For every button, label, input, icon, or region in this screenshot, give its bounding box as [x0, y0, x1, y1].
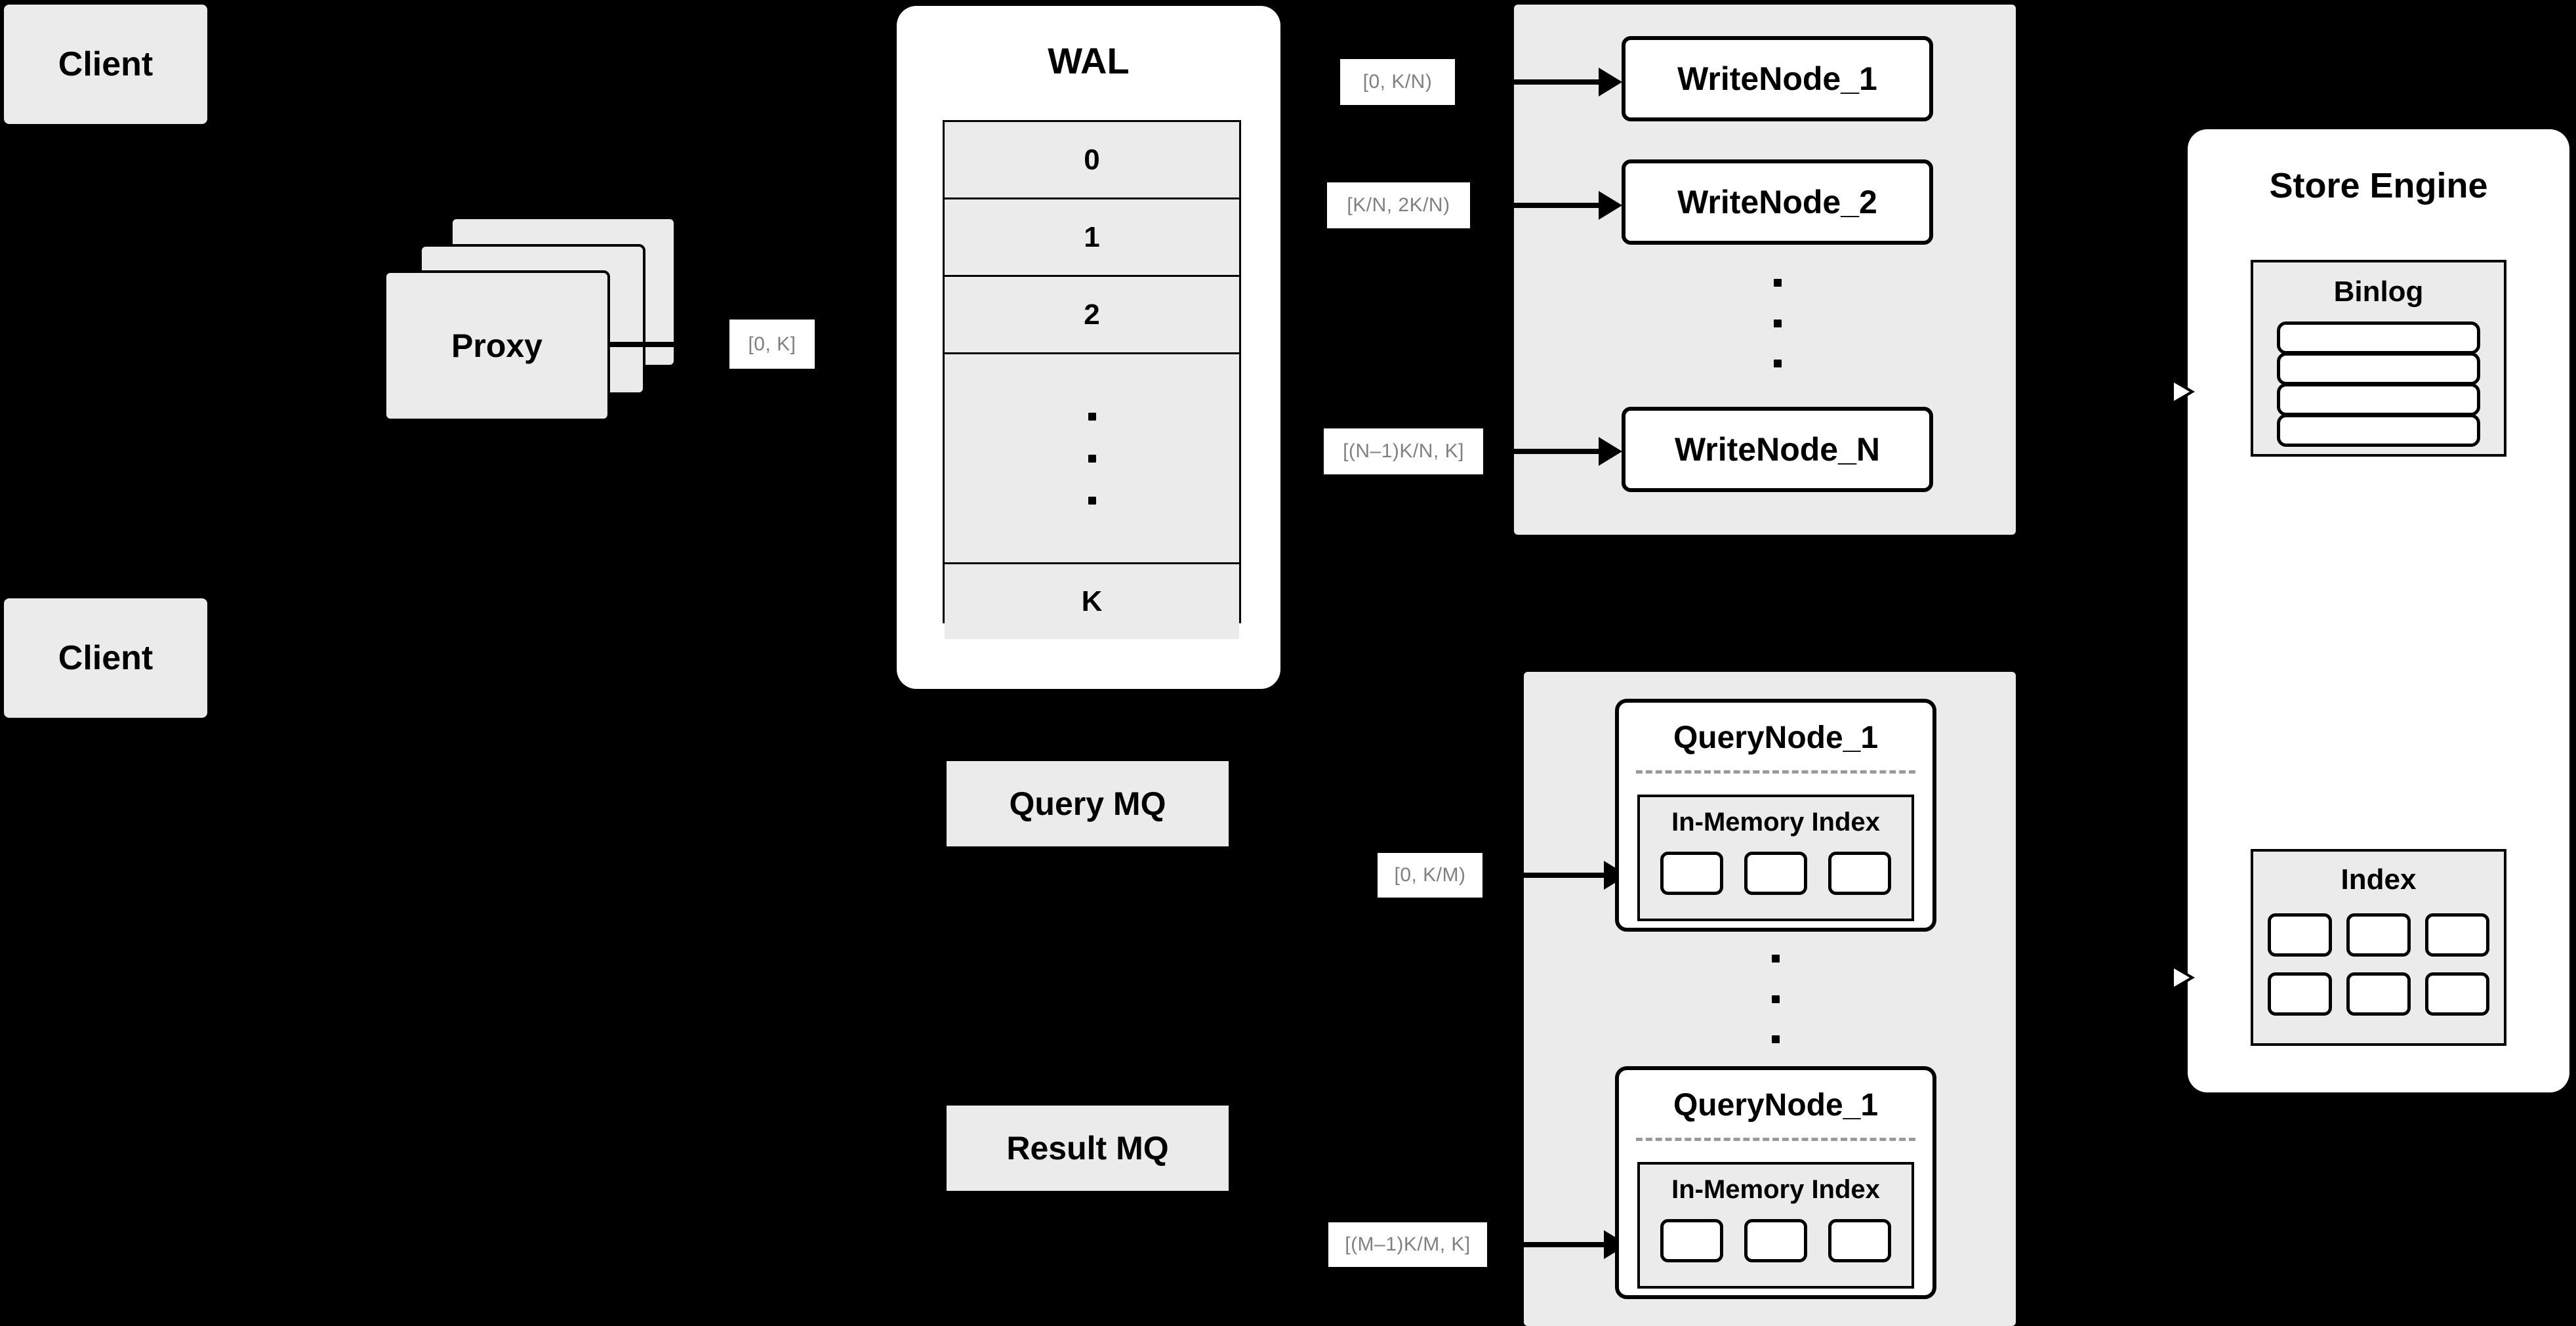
- write-node-1-label: WriteNode_1: [1677, 60, 1877, 97]
- write-node-1-range-text: [0, K/N): [1362, 71, 1433, 93]
- query-node-1-arrow-line: [1488, 873, 1609, 878]
- wal-ellipsis-dots: [1088, 412, 1096, 505]
- query-node-m-separator: [1636, 1138, 1915, 1141]
- edge-label-proxy-to-wal-text: [0, K]: [748, 333, 796, 355]
- binlog-slot[interactable]: [2277, 321, 2480, 354]
- write-node-2-range-text: [K/N, 2K/N): [1347, 194, 1450, 216]
- query-mq-node[interactable]: Query MQ: [947, 761, 1229, 846]
- query-mq-label: Query MQ: [1009, 785, 1166, 822]
- client-node-2[interactable]: Client: [3, 597, 209, 719]
- index-section: Index: [2251, 849, 2506, 1046]
- index-slot[interactable]: [1828, 1219, 1891, 1262]
- index-title: Index: [2253, 852, 2504, 896]
- query-node-1-index-title: In-Memory Index: [1640, 797, 1912, 837]
- query-node-m-arrow-line: [1489, 1242, 1609, 1247]
- edge-label-proxy-to-wal: [0, K]: [729, 320, 815, 369]
- write-node-2-label: WriteNode_2: [1677, 184, 1877, 220]
- index-title-text: Index: [2341, 863, 2417, 896]
- binlog-inbound-arrow-head: [2173, 379, 2195, 405]
- index-slot[interactable]: [2346, 913, 2411, 957]
- write-node-n-arrow-head: [1599, 437, 1622, 466]
- query-node-m-label: QueryNode_1: [1673, 1088, 1879, 1123]
- wal-row[interactable]: K: [945, 564, 1239, 639]
- write-cluster-ellipsis-dots: [1773, 279, 1782, 367]
- write-node-n-label: WriteNode_N: [1674, 431, 1880, 468]
- client-node-2-label: Client: [58, 639, 153, 677]
- write-node-2-arrow-line: [1476, 203, 1604, 208]
- wal-row[interactable]: 1: [945, 199, 1239, 277]
- index-slot[interactable]: [1744, 1219, 1807, 1262]
- wal-row-label: K: [1081, 585, 1103, 617]
- wal-title-text: WAL: [1048, 40, 1130, 81]
- write-node-n[interactable]: WriteNode_N: [1622, 407, 1933, 492]
- query-node-m-in-memory-index: In-Memory Index: [1637, 1162, 1914, 1289]
- query-node-m-index-title-text: In-Memory Index: [1671, 1175, 1880, 1204]
- index-slot[interactable]: [2346, 972, 2411, 1016]
- query-cluster-ellipsis-dots: [1771, 955, 1780, 1043]
- write-node-n-range-text: [(N–1)K/N, K]: [1343, 440, 1464, 462]
- query-node-1-range-label: [0, K/M): [1378, 853, 1482, 898]
- wal-row-list: 0 1 2 K: [943, 120, 1241, 639]
- binlog-slot[interactable]: [2277, 383, 2480, 416]
- query-node-m-index-title: In-Memory Index: [1640, 1165, 1912, 1205]
- binlog-slot[interactable]: [2277, 414, 2480, 447]
- write-node-2[interactable]: WriteNode_2: [1622, 159, 1933, 245]
- result-mq-node[interactable]: Result MQ: [947, 1106, 1229, 1191]
- binlog-title-text: Binlog: [2333, 276, 2424, 308]
- index-slot[interactable]: [2425, 972, 2489, 1016]
- client-node-1[interactable]: Client: [3, 3, 209, 125]
- write-node-1-arrow-head: [1599, 68, 1622, 96]
- binlog-section: Binlog: [2251, 260, 2506, 457]
- proxy-node[interactable]: Proxy: [384, 270, 610, 421]
- query-node-1-label-row: QueryNode_1: [1619, 720, 1932, 756]
- index-slot[interactable]: [2268, 972, 2332, 1016]
- write-node-2-range-label: [K/N, 2K/N): [1327, 182, 1470, 228]
- write-node-1[interactable]: WriteNode_1: [1622, 36, 1933, 121]
- write-node-1-arrow-line: [1476, 79, 1604, 85]
- binlog-slot[interactable]: [2277, 352, 2480, 385]
- wal-row-label: 2: [1084, 298, 1100, 331]
- wal-row[interactable]: 0: [945, 122, 1239, 199]
- index-slot[interactable]: [1660, 852, 1723, 895]
- query-node-1-separator: [1636, 770, 1915, 774]
- wal-row-label: 1: [1084, 220, 1100, 253]
- wal-row-ellipsis: [945, 354, 1239, 564]
- binlog-title: Binlog: [2253, 262, 2504, 308]
- write-node-n-arrow-line: [1486, 449, 1604, 454]
- query-node-m[interactable]: QueryNode_1 In-Memory Index: [1615, 1066, 1936, 1299]
- write-node-1-range-label: [0, K/N): [1340, 59, 1455, 105]
- store-engine-title: Store Engine: [2188, 165, 2569, 206]
- query-node-m-range-text: [(M–1)K/M, K]: [1345, 1233, 1471, 1255]
- index-slot[interactable]: [2425, 913, 2489, 957]
- query-node-1-label: QueryNode_1: [1673, 720, 1879, 755]
- result-mq-label: Result MQ: [1006, 1130, 1169, 1167]
- index-inbound-arrow-line: [2135, 949, 2188, 953]
- client-node-1-label: Client: [58, 45, 153, 83]
- query-node-m-range-label: [(M–1)K/M, K]: [1328, 1222, 1487, 1267]
- query-node-1-index-title-text: In-Memory Index: [1671, 808, 1880, 837]
- index-slot[interactable]: [1744, 852, 1807, 895]
- write-node-n-range-label: [(N–1)K/N, K]: [1324, 428, 1483, 474]
- index-slot[interactable]: [2268, 913, 2332, 957]
- proxy-node-label: Proxy: [451, 327, 542, 364]
- index-slot[interactable]: [1660, 1219, 1723, 1262]
- write-node-2-arrow-head: [1599, 191, 1622, 220]
- wal-row-label: 0: [1084, 143, 1100, 176]
- query-node-1-range-text: [0, K/M): [1394, 864, 1466, 886]
- store-engine-title-text: Store Engine: [2269, 166, 2488, 205]
- query-node-1-in-memory-index: In-Memory Index: [1637, 795, 1914, 921]
- wal-row[interactable]: 2: [945, 277, 1239, 354]
- wal-title: WAL: [897, 39, 1280, 82]
- index-slot[interactable]: [1828, 852, 1891, 895]
- index-inbound-arrow-head: [2173, 964, 2195, 991]
- query-node-1[interactable]: QueryNode_1 In-Memory Index: [1615, 699, 1936, 932]
- query-node-m-label-row: QueryNode_1: [1619, 1087, 1932, 1123]
- binlog-inbound-arrow-line: [2135, 390, 2188, 394]
